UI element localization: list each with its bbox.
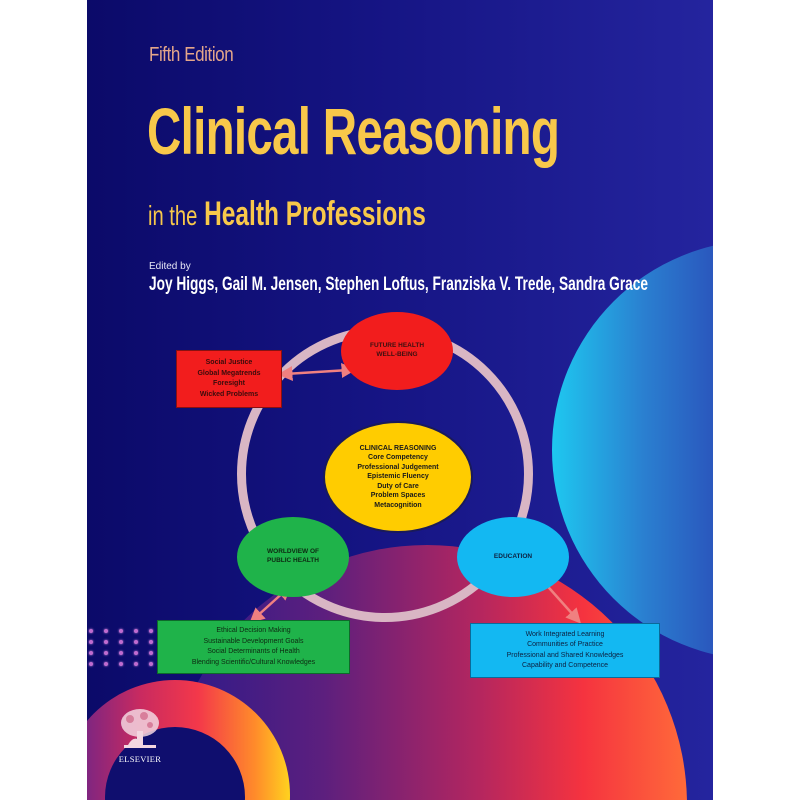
center-item: Problem Spaces (370, 492, 426, 500)
box-line: Professional and Shared Knowledges (506, 651, 624, 659)
dot (149, 662, 153, 666)
box-line: Social Determinants of Health (207, 648, 300, 655)
center-item: Duty of Care (377, 482, 419, 490)
node-future-health: FUTURE HEALTH WELL-BEING (341, 312, 453, 390)
decorative-dot-grid (89, 629, 164, 673)
dot (119, 640, 123, 644)
arrow-future-health (277, 362, 357, 382)
dot (134, 651, 138, 655)
box-line: Global Megatrends (197, 369, 261, 377)
dot (149, 651, 153, 655)
dot (104, 651, 108, 655)
center-item: Metacognition (374, 501, 422, 509)
box-line: Capability and Competence (522, 662, 608, 669)
center-heading: CLINICAL REASONING (359, 444, 437, 452)
dot (119, 629, 123, 633)
center-item: Epistemic Fluency (367, 473, 429, 481)
dot (149, 629, 153, 633)
book-cover: Fifth Edition Clinical Reasoning in the … (87, 0, 713, 800)
dot (89, 629, 93, 633)
node-line: WORLDVIEW OF (267, 548, 319, 556)
node-public-health: WORLDVIEW OF PUBLIC HEALTH (237, 517, 349, 597)
dot (134, 640, 138, 644)
box-line: Ethical Decision Making (216, 627, 291, 634)
box-line: Blending Scientific/Cultural Knowledges (191, 658, 316, 666)
dot (119, 662, 123, 666)
publisher-name: ELSEVIER (118, 754, 162, 764)
box-line: Social Justice (205, 359, 253, 366)
box-education-topics: Work Integrated Learning Communities of … (470, 623, 660, 678)
dot (104, 629, 108, 633)
subtitle-prefix: in the (148, 200, 198, 231)
box-line: Communities of Practice (527, 641, 603, 648)
dot (119, 651, 123, 655)
node-line: WELL-BEING (376, 351, 418, 358)
node-line: EDUCATION (493, 552, 533, 560)
book-title: Clinical Reasoning (147, 94, 560, 168)
dot (89, 651, 93, 655)
box-line: Work Integrated Learning (525, 630, 605, 638)
book-subtitle: in the Health Professions (148, 197, 426, 231)
node-line: PUBLIC HEALTH (267, 557, 319, 564)
dot (134, 662, 138, 666)
node-line: FUTURE HEALTH (369, 342, 425, 350)
center-item: Professional Judgement (357, 463, 439, 471)
dot (104, 640, 108, 644)
box-line: Sustainable Development Goals (203, 637, 304, 645)
dot (149, 640, 153, 644)
dot (89, 662, 93, 666)
edited-by-label: Edited by (149, 261, 191, 272)
box-future-health-topics: Social Justice Global Megatrends Foresig… (176, 350, 282, 408)
elsevier-tree-icon (121, 709, 159, 748)
box-public-health-topics: Ethical Decision Making Sustainable Deve… (157, 620, 350, 674)
node-education: EDUCATION (457, 517, 569, 597)
dot (89, 640, 93, 644)
box-line: Foresight (213, 380, 245, 387)
authors-list: Joy Higgs, Gail M. Jensen, Stephen Loftu… (149, 274, 648, 295)
publisher-logo: ELSEVIER (117, 707, 163, 773)
edition-label: Fifth Edition (149, 44, 234, 66)
node-clinical-reasoning: CLINICAL REASONING Core Competency Profe… (323, 421, 473, 533)
dot (134, 629, 138, 633)
subtitle-main: Health Professions (204, 195, 426, 233)
center-item: Core Competency (368, 454, 428, 462)
dot (104, 662, 108, 666)
box-line: Wicked Problems (199, 390, 259, 398)
